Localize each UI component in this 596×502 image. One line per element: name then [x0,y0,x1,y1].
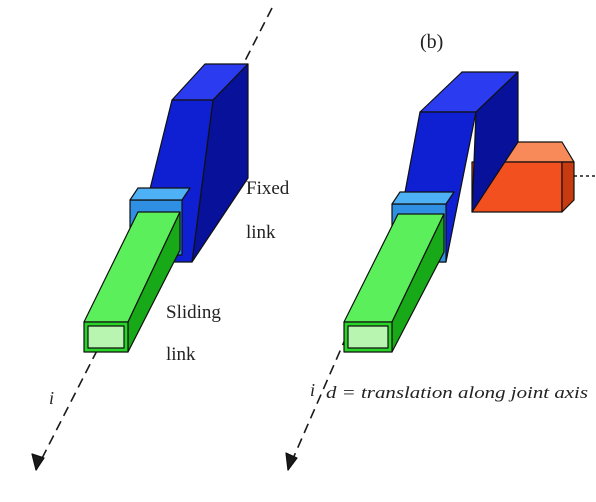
collar-top-face [130,188,190,200]
joint-variable-label: d = translation along joint axis [326,383,588,402]
sliding-link-end-face [88,326,124,348]
sliding-link-b-end-face [348,326,388,348]
sliding-link-a [84,212,180,352]
sliding-link-b [344,214,444,352]
sliding-link-label-line2: link [166,344,196,365]
fixed-link-label-line1: Fixed [246,178,290,199]
axis-arrowhead-b [286,453,297,470]
collar-b-top-face [392,192,454,204]
red-link-side-face [562,162,574,212]
axis-label-b: i [310,380,315,400]
panel-b-label: (b) [420,31,443,53]
sliding-link-label-line1: Sliding [166,302,221,323]
panel-a: Fixed link Sliding link i [32,8,290,470]
panel-b: (b) [286,31,596,470]
fixed-link-label-line2: link [246,222,276,243]
axis-label-a: i [49,388,54,408]
